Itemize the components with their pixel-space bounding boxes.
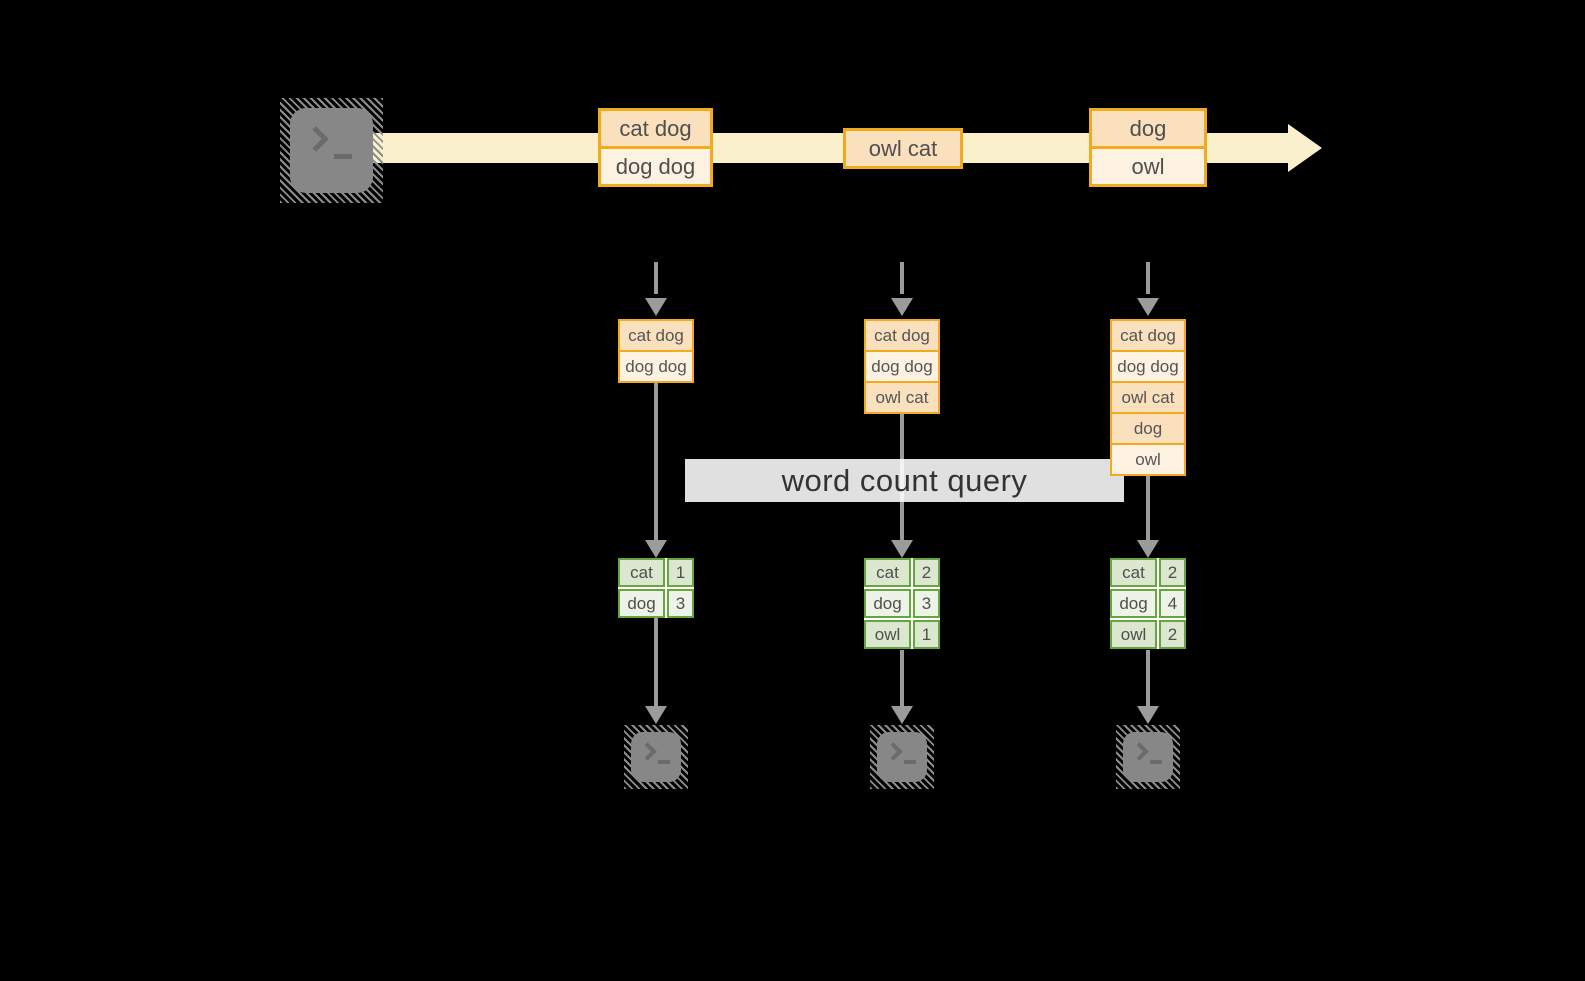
stream-batch-2: owl cat <box>843 128 963 169</box>
arrow-down-head-icon <box>645 298 667 316</box>
arrow-down-head-icon <box>645 540 667 558</box>
state-stack-3: cat dog dog dog owl cat dog owl <box>1110 319 1186 476</box>
batch-line: cat dog <box>601 111 710 146</box>
state-row: dog dog <box>864 350 940 383</box>
arrow-down-icon <box>1146 650 1150 706</box>
arrow-down-icon <box>1146 474 1150 540</box>
batch-line: dog <box>1092 111 1204 146</box>
table-cell-word: dog <box>864 589 911 618</box>
query-label-band: word count query <box>685 459 1124 502</box>
stream-batch-1: cat dog dog dog <box>598 108 713 187</box>
table-cell-word: owl <box>1110 620 1157 649</box>
table-cell-count: 3 <box>667 589 694 618</box>
state-row: cat dog <box>618 319 694 352</box>
arrow-down-head-icon <box>645 706 667 724</box>
terminal-body <box>1123 732 1173 782</box>
table-cell-count: 2 <box>1159 558 1186 587</box>
state-row: cat dog <box>1110 319 1186 352</box>
table-cell-count: 3 <box>913 589 940 618</box>
table-cell-word: cat <box>1110 558 1157 587</box>
arrow-down-head-icon <box>1137 298 1159 316</box>
state-stack-1: cat dog dog dog <box>618 319 694 383</box>
prompt-cursor-icon <box>334 154 352 159</box>
word-count-table-2: cat 2 dog 3 owl 1 <box>864 558 940 649</box>
table-cell-word: owl <box>864 620 911 649</box>
terminal-body <box>290 108 373 193</box>
table-cell-word: dog <box>1110 589 1157 618</box>
table-cell-count: 4 <box>1159 589 1186 618</box>
arrow-down-icon <box>900 262 904 294</box>
prompt-cursor-icon <box>658 760 670 764</box>
output-terminal-icon <box>1116 725 1180 789</box>
query-label: word count query <box>781 462 1028 498</box>
source-terminal-icon <box>280 98 383 203</box>
arrow-down-icon <box>654 383 658 540</box>
batch-line: dog dog <box>601 146 710 184</box>
state-row: owl cat <box>1110 381 1186 414</box>
table-cell-count: 1 <box>667 558 694 587</box>
arrow-down-head-icon <box>891 706 913 724</box>
output-terminal-icon <box>624 725 688 789</box>
batch-line: owl cat <box>846 131 960 166</box>
terminal-body <box>877 732 927 782</box>
stream-batch-3: dog owl <box>1089 108 1207 187</box>
prompt-cursor-icon <box>1150 760 1162 764</box>
word-count-table-1: cat 1 dog 3 <box>618 558 694 618</box>
arrow-down-head-icon <box>891 298 913 316</box>
arrow-right-icon <box>1288 124 1322 172</box>
arrow-down-head-icon <box>891 540 913 558</box>
table-cell-word: cat <box>618 558 665 587</box>
state-row: dog dog <box>1110 350 1186 383</box>
table-cell-count: 2 <box>913 558 940 587</box>
arrow-down-head-icon <box>1137 706 1159 724</box>
state-row: dog <box>1110 412 1186 445</box>
batch-line: owl <box>1092 146 1204 184</box>
word-count-table-3: cat 2 dog 4 owl 2 <box>1110 558 1186 649</box>
terminal-body <box>631 732 681 782</box>
prompt-chevron-icon <box>303 126 329 152</box>
prompt-chevron-icon <box>1130 742 1149 761</box>
prompt-chevron-icon <box>638 742 657 761</box>
prompt-cursor-icon <box>904 760 916 764</box>
state-row: owl cat <box>864 381 940 414</box>
arrow-down-icon <box>654 618 658 706</box>
output-terminal-icon <box>870 725 934 789</box>
arrow-down-icon <box>654 262 658 294</box>
table-cell-word: cat <box>864 558 911 587</box>
prompt-chevron-icon <box>884 742 903 761</box>
table-cell-word: dog <box>618 589 665 618</box>
arrow-down-icon <box>900 650 904 706</box>
state-row: owl <box>1110 443 1186 476</box>
arrow-down-icon <box>1146 262 1150 294</box>
table-cell-count: 1 <box>913 620 940 649</box>
arrow-down-head-icon <box>1137 540 1159 558</box>
state-row: dog dog <box>618 350 694 383</box>
state-row: cat dog <box>864 319 940 352</box>
table-cell-count: 2 <box>1159 620 1186 649</box>
state-stack-2: cat dog dog dog owl cat <box>864 319 940 414</box>
